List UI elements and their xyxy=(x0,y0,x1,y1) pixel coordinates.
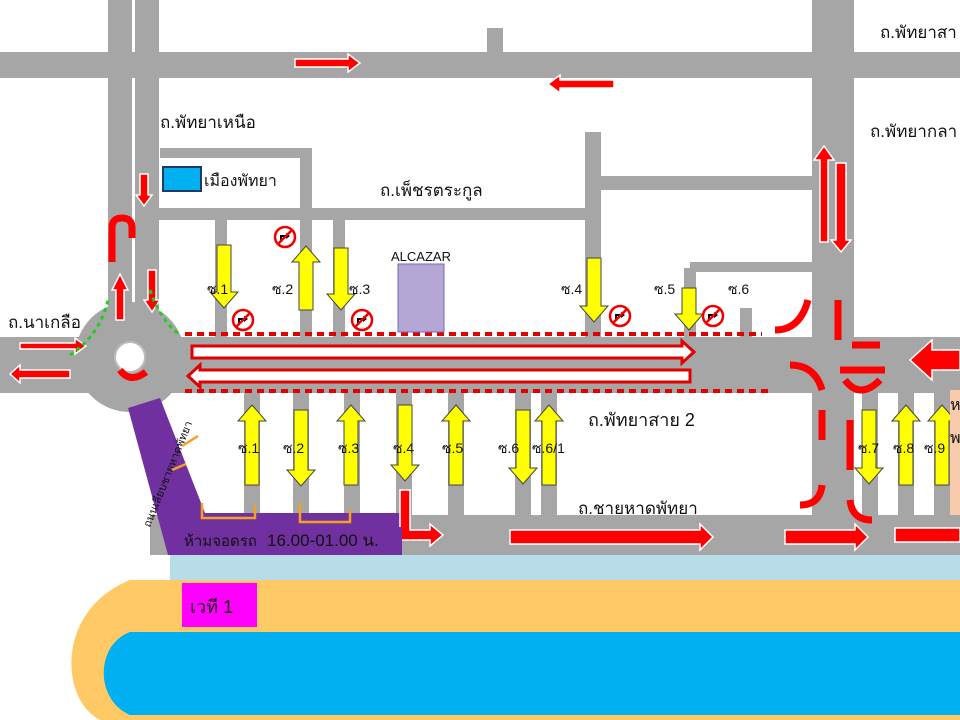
alcazar-building xyxy=(397,263,445,333)
road-phetcharat-trakul xyxy=(135,208,595,220)
sea xyxy=(103,632,960,715)
soi-label: ซ.1 xyxy=(207,281,228,297)
no-turn-sign-icon xyxy=(701,304,725,328)
no-turn-sign-icon xyxy=(350,308,374,332)
green-dotted-path xyxy=(69,289,181,357)
no-turn-sign-icon xyxy=(273,225,297,249)
soi-label: ซ.3 xyxy=(338,440,359,456)
road-pattaya-sai xyxy=(0,52,960,78)
roundabout-island xyxy=(114,341,146,373)
no-turn-sign-icon xyxy=(608,304,632,328)
alcazar-label: ALCAZAR xyxy=(391,249,451,264)
soi-label: ซ.7 xyxy=(858,440,879,456)
soi-label: ซ.8 xyxy=(893,440,914,456)
soi-label: ซ.6/1 xyxy=(532,440,565,456)
arrow-east-lane xyxy=(190,337,697,367)
road-label-na-kluea: ถ.นาเกลือ xyxy=(8,313,81,332)
arrow-west-lane xyxy=(185,361,692,391)
soi-label: ซ.3 xyxy=(349,281,370,297)
no-turn-sign-icon xyxy=(231,308,255,332)
no-parking-time: 16.00-01.00 น. xyxy=(267,531,379,550)
no-parking-banner xyxy=(178,527,402,555)
roads xyxy=(0,0,960,555)
road-upper-h xyxy=(598,176,814,190)
orange-turn-arrows xyxy=(171,434,352,524)
soi-label: ซ.4 xyxy=(561,281,582,297)
city-hall-label: เมืองพัทยา xyxy=(204,172,277,190)
right-edge-label-top: ห xyxy=(950,397,960,414)
no-parking-text: ห้ามจอดรถ xyxy=(184,533,257,550)
soi-labels-south: ซ.1 ซ.2 ซ.3 ซ.4 ซ.5 ซ.6 ซ.6/1 ซ.7 ซ.8 ซ.… xyxy=(238,440,945,456)
city-hall-box xyxy=(162,166,202,192)
road-cityhall xyxy=(160,148,310,158)
right-edge-label-bottom: พ xyxy=(950,430,960,447)
yellow-arrows xyxy=(208,244,958,487)
road-label-pattaya-sai-2: ถ.พัทยาสาย 2 xyxy=(588,410,695,430)
soi-label: ซ.5 xyxy=(442,440,463,456)
road-label-pattaya-nuea: ถ.พัทยาเหนือ xyxy=(160,113,256,132)
red-curved-arrows xyxy=(108,214,885,524)
right-edge-building xyxy=(950,390,960,515)
road-label-pattaya-klang: ถ.พัทยากลา xyxy=(870,122,957,141)
soi-label: ซ.1 xyxy=(238,440,259,456)
shore-strip xyxy=(170,555,960,580)
soi-label: ซ.2 xyxy=(272,281,293,297)
red-arrows xyxy=(8,52,960,552)
stage-label: เวที 1 xyxy=(190,597,233,617)
no-parking-dotted-lines xyxy=(185,332,772,393)
diagonal-road xyxy=(128,398,402,555)
road-small-north xyxy=(487,28,503,54)
soi-label: ซ.6 xyxy=(728,281,749,297)
road-label-pattaya-sai: ถ.พัทยาสา xyxy=(880,23,957,42)
soi-label: ซ.2 xyxy=(283,440,304,456)
road-soi6-upper xyxy=(690,262,814,272)
soi-label: ซ.6 xyxy=(498,440,519,456)
road-label-chai-hat: ถ.ชายหาดพัทยา xyxy=(578,499,698,518)
beach-area xyxy=(71,555,960,720)
soi-label: ซ.4 xyxy=(393,440,414,456)
stage-box xyxy=(182,583,257,627)
soi-labels-north: ซ.1 ซ.2 ซ.3 ซ.4 ซ.5 ซ.6 xyxy=(207,281,749,297)
soi-label: ซ.5 xyxy=(654,281,675,297)
road-label-phetcharat: ถ.เพ็ชรตระกูล xyxy=(380,179,483,201)
soi-label: ซ.9 xyxy=(924,440,945,456)
lane-arrows xyxy=(185,337,697,391)
